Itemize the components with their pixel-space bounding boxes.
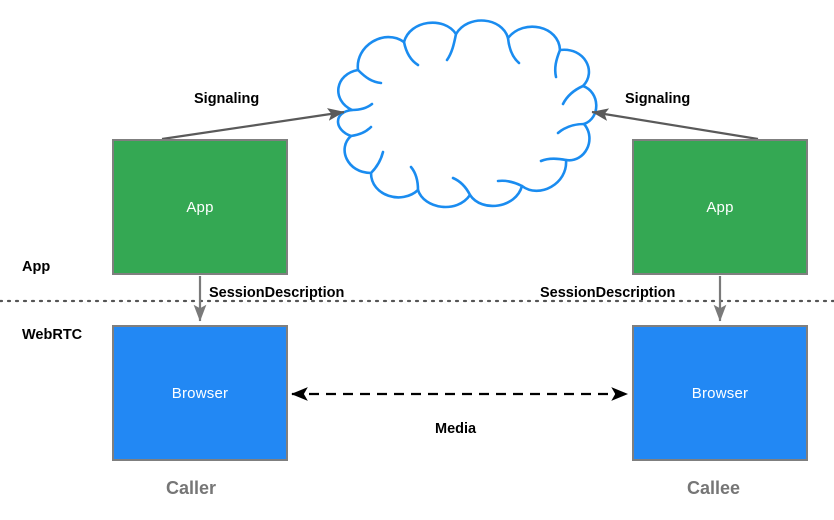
signaling-edge-right [591,108,759,141]
browser-box-callee[interactable]: Browser [632,325,808,461]
signaling-cloud [336,19,598,209]
app-box-caller[interactable]: App [112,139,288,275]
browser-box-callee-label: Browser [691,384,749,402]
session-edge-right-label: SessionDescription [540,285,676,301]
role-caller-label: Caller [166,478,217,498]
signaling-edge-left-label: Signaling [194,91,260,107]
app-box-caller-label: App [186,198,214,216]
session-edge-left-label: SessionDescription [209,285,345,301]
media-edge-label: Media [435,421,477,437]
role-callee-label: Callee [687,478,741,498]
app-box-callee[interactable]: App [632,139,808,275]
signaling-edge-left [161,108,345,141]
browser-box-caller-label: Browser [171,384,229,402]
app-layer-label: App [22,259,51,275]
signaling-edge-right-label: Signaling [625,91,691,107]
browser-box-caller[interactable]: Browser [112,325,288,461]
app-box-callee-label: App [706,198,734,216]
webrtc-layer-label: WebRTC [22,327,83,343]
